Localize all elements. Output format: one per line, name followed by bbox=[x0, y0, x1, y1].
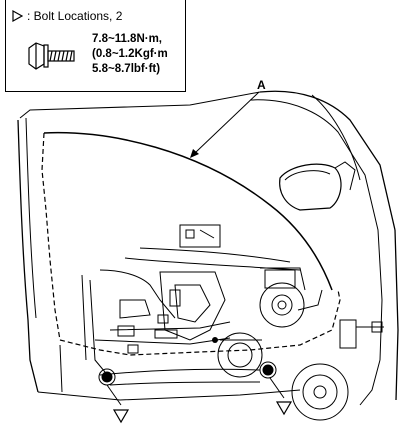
side-mirror bbox=[279, 161, 356, 211]
torque-line-lbf: 5.8~8.7lbf·ft) bbox=[92, 63, 161, 75]
legend-label: : Bolt Locations, 2 bbox=[27, 9, 123, 23]
torque-legend: : Bolt Locations, 2 7.8~11.8N·m, (0.8~1.… bbox=[5, 0, 186, 92]
torque-line-nm: 7.8~11.8N·m, bbox=[92, 33, 163, 45]
door-frame bbox=[17, 90, 399, 406]
triangle-outline-icon bbox=[269, 377, 293, 416]
callout-a-leader bbox=[190, 91, 260, 158]
triangle-outline-icon bbox=[12, 10, 23, 22]
bolt-location-left bbox=[101, 371, 113, 383]
triangle-outline-icon bbox=[106, 384, 130, 424]
window-glass-outline bbox=[41, 131, 341, 356]
bolt-locations bbox=[98, 361, 277, 386]
callout-label-a: A bbox=[257, 78, 266, 92]
torque-spec: 7.8~11.8N·m, (0.8~1.2Kgf·m 5.8~8.7lbf·ft… bbox=[92, 32, 168, 77]
legend-header: : Bolt Locations, 2 bbox=[12, 9, 122, 23]
bolt-location-right bbox=[262, 364, 274, 376]
hex-flange-bolt-icon bbox=[28, 42, 75, 70]
torque-line-kgf: (0.8~1.2Kgf·m bbox=[92, 48, 168, 60]
window-regulator bbox=[59, 224, 384, 421]
